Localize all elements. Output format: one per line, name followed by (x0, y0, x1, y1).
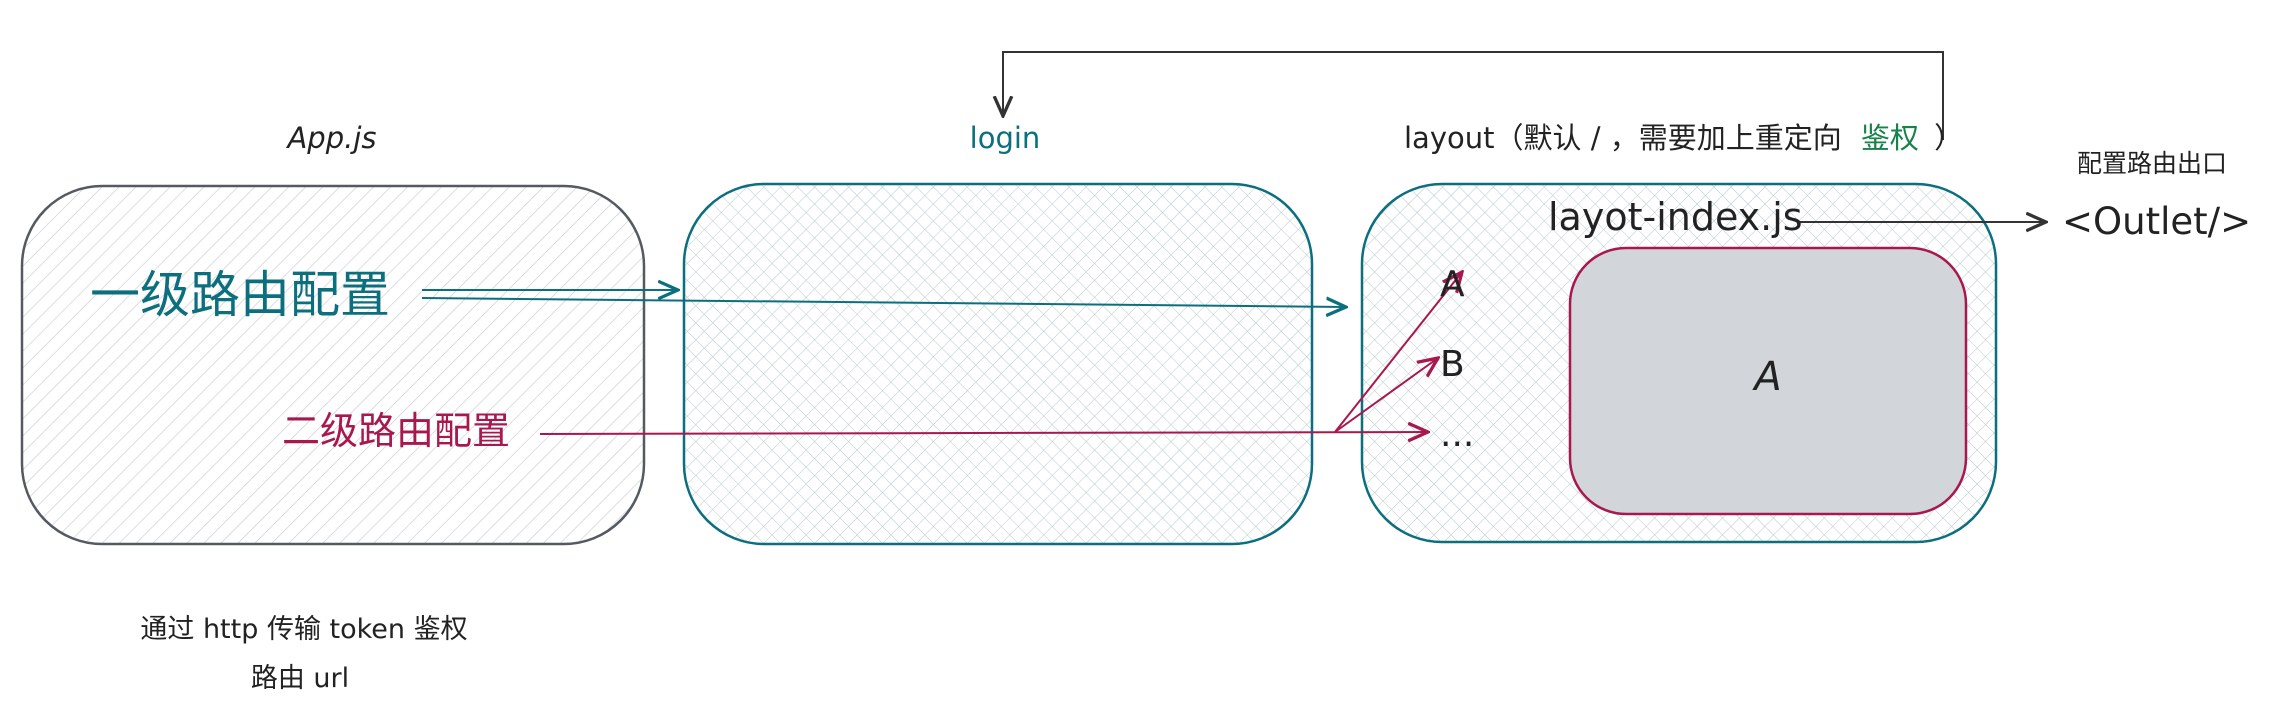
layout-label-suffix: ） (1934, 121, 1963, 155)
child-route-more: ... (1440, 414, 1474, 455)
app-js-label: App.js (285, 121, 376, 155)
layout-label-prefix: layout（默认 / ，需要加上重定向 (1404, 121, 1842, 155)
second-level-arrow-b (1334, 358, 1438, 433)
outlet-tag: <Outlet/> (2062, 200, 2251, 243)
outlet-caption: 配置路由出口 (2077, 149, 2227, 178)
second-level-arrow-a (1334, 272, 1462, 433)
second-level-arrow-more (539, 432, 1428, 434)
first-level-label: 一级路由配置 (90, 266, 390, 324)
child-route-a: A (1440, 264, 1465, 305)
login-box (682, 182, 1314, 546)
first-level-arrow-layout (421, 298, 1346, 307)
layout-index-label: layot-index.js (1548, 195, 1803, 239)
route-url-note: 路由 url (251, 663, 349, 694)
second-level-label: 二级路由配置 (282, 409, 510, 453)
login-label: login (970, 121, 1041, 155)
outlet-inner-box (1568, 246, 1968, 516)
token-note: 通过 http 传输 token 鉴权 (140, 614, 467, 645)
outlet-inner-a: A (1751, 354, 1781, 400)
child-route-b: B (1440, 344, 1465, 385)
layout-label: layout（默认 / ，需要加上重定向 鉴权 ） (1404, 121, 1963, 155)
auth-label: 鉴权 (1861, 121, 1919, 155)
app-js-box (20, 184, 646, 546)
redirect-arrow (1003, 51, 1944, 140)
